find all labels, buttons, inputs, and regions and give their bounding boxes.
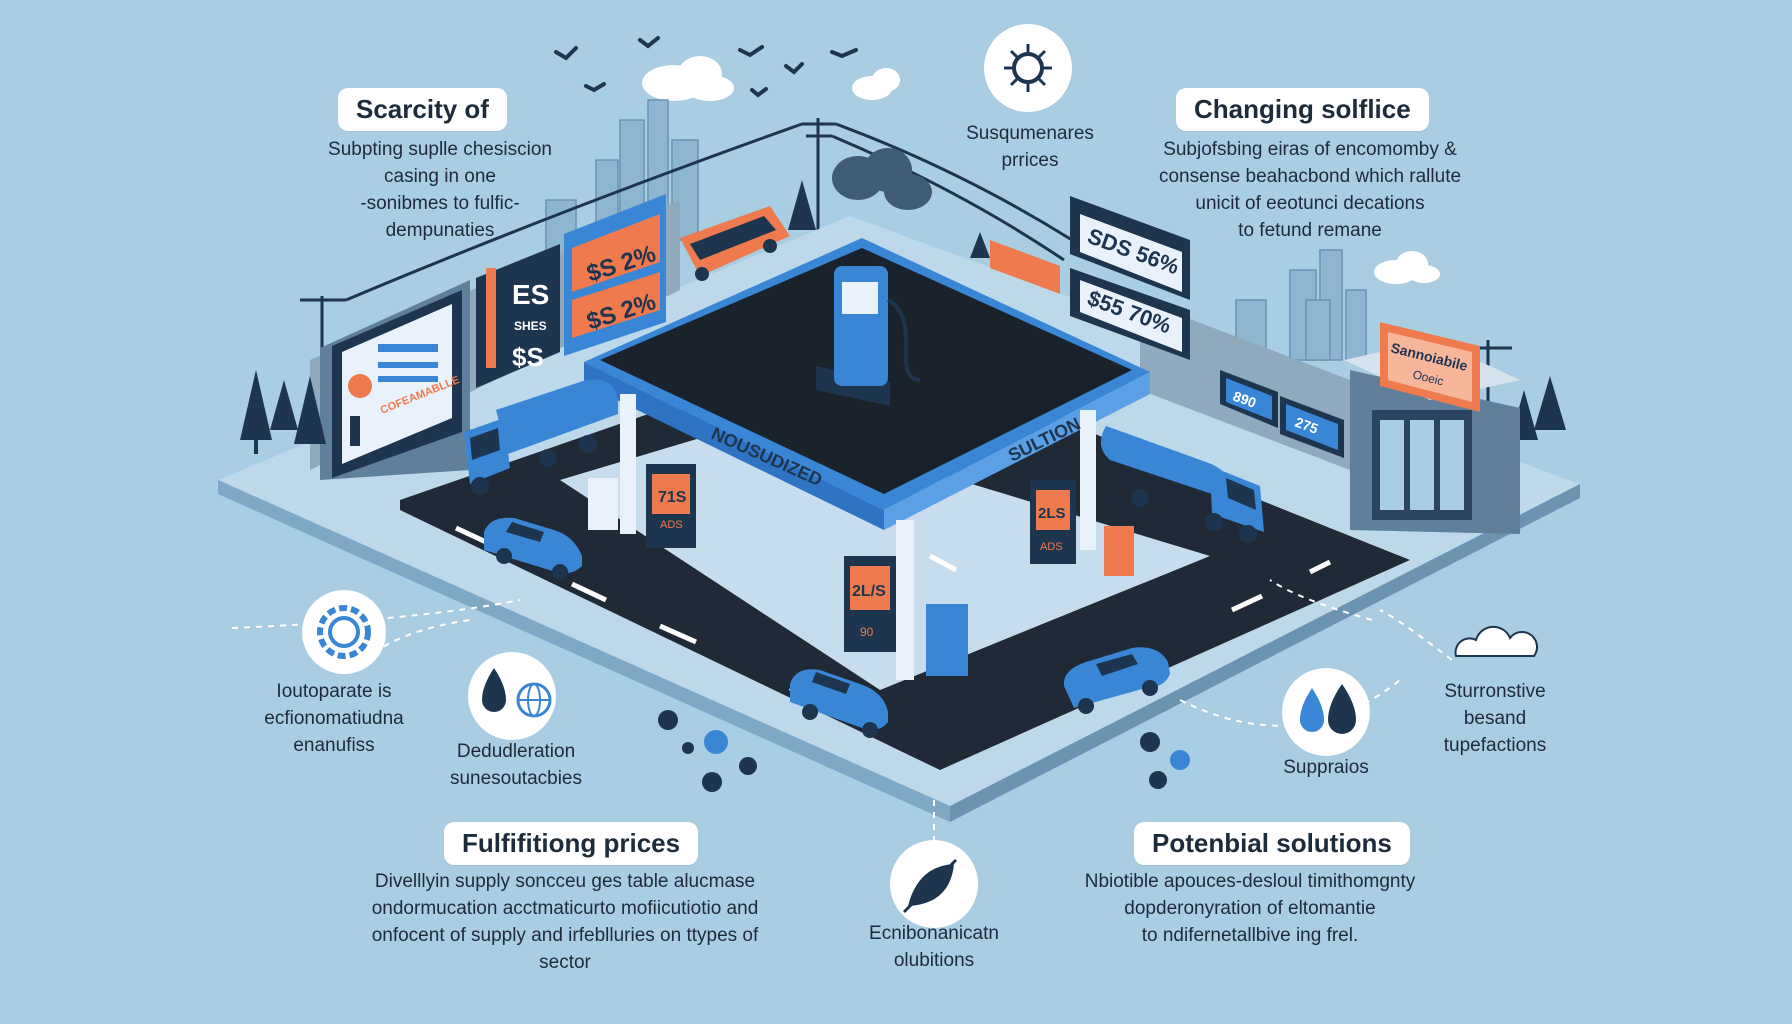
heading-fulfilling: Fulfifitiong prices bbox=[444, 822, 699, 865]
price-board-center-left bbox=[564, 194, 666, 356]
virus-icon bbox=[984, 24, 1072, 112]
text-line: Ecnibonanicatn bbox=[869, 923, 999, 944]
text-line: sector bbox=[539, 952, 591, 973]
text-line: Dedudleration bbox=[456, 741, 576, 762]
text-potential: Nbiotible apouces-desloul timithomgnty d… bbox=[1050, 868, 1450, 949]
text-line: Subjofsbing eiras of encomomby & bbox=[1163, 139, 1457, 160]
text-line: dempunaties bbox=[385, 220, 495, 241]
pump-left-sub: ADS bbox=[660, 519, 683, 531]
water-drops-icon bbox=[1282, 668, 1370, 756]
cloud-icon bbox=[1374, 251, 1440, 284]
text-line: ondormucation acctmaticurto mofiicutioti… bbox=[371, 898, 759, 919]
forecourt bbox=[560, 420, 1210, 690]
text-line: sunesoutacbies bbox=[449, 768, 583, 789]
pump-right-price: 2LS bbox=[1038, 505, 1066, 522]
car-icon bbox=[790, 669, 888, 738]
cloud-icon bbox=[642, 56, 734, 101]
pump-right-sub: ADS bbox=[1040, 541, 1063, 553]
bird-icon bbox=[554, 36, 858, 98]
cloud-icon bbox=[852, 68, 900, 100]
heading-scarcity: Scarcity of bbox=[338, 88, 507, 131]
text-mid-right: Sturronstive besand tupefactions bbox=[1400, 678, 1590, 759]
text-mid-right2: Suppraios bbox=[1266, 754, 1386, 781]
pump-left-price: 71S bbox=[658, 489, 687, 506]
fuel-pump-icon bbox=[816, 266, 921, 406]
text-line: enanufiss bbox=[293, 735, 375, 756]
price-board-left bbox=[476, 244, 560, 388]
connector-lines bbox=[231, 579, 1453, 870]
text-line: Sturronstive bbox=[1444, 681, 1546, 702]
billboard-left bbox=[332, 290, 462, 478]
car-icon bbox=[1063, 647, 1170, 714]
city-skyline-right bbox=[1235, 249, 1367, 361]
ground-edge bbox=[218, 480, 950, 822]
text-line: consense beahacbond which rallute bbox=[1158, 166, 1462, 187]
text-line: ecfionomatiudna bbox=[264, 708, 404, 729]
heading-changing: Changing solflice bbox=[1176, 88, 1429, 131]
text-scarcity: Subpting suplle chesiscion casing in one… bbox=[290, 136, 590, 244]
leaf-icon bbox=[890, 840, 978, 928]
pump-center-price: 2L/S bbox=[852, 583, 886, 600]
price-small-1: 890 bbox=[1231, 388, 1259, 411]
shop-sign-right bbox=[1380, 322, 1480, 412]
text-prices: Susqumenares prrices bbox=[940, 120, 1120, 174]
text-changing: Subjofsbing eiras of encomomby & consens… bbox=[1140, 136, 1480, 244]
tanker-truck-left bbox=[464, 379, 618, 495]
tanker-truck-right bbox=[1100, 426, 1264, 543]
price-small-2: 275 bbox=[1293, 414, 1321, 437]
text-line: Susqumenares bbox=[966, 123, 1094, 144]
text-line: casing in one bbox=[384, 166, 496, 187]
water-drop-globe-icon bbox=[468, 652, 556, 740]
text-line: unicit of eeotunci decations bbox=[1195, 193, 1425, 214]
text-line: dopderonyration of eltomantie bbox=[1124, 898, 1376, 919]
snowflake-cluster-icon bbox=[658, 710, 1190, 792]
bus-icon bbox=[680, 206, 790, 281]
text-mid-left2: Dedudleration sunesoutacbies bbox=[426, 738, 606, 792]
pump-left bbox=[588, 464, 696, 548]
text-line: to ndifernetallbive ing frel. bbox=[1141, 925, 1359, 946]
pump-center-sub: 90 bbox=[860, 625, 874, 639]
text-line: tupefactions bbox=[1443, 735, 1547, 756]
text-line: Divelllyin supply soncceu ges table aluc… bbox=[374, 871, 756, 892]
price-board-small-right bbox=[990, 240, 1344, 458]
price-board-left-line1: ES bbox=[512, 279, 549, 310]
tree-cluster-icon bbox=[832, 148, 932, 210]
pump-right bbox=[1030, 480, 1134, 576]
price-board-right bbox=[1070, 196, 1190, 360]
text-line: Suppraios bbox=[1283, 757, 1369, 778]
price-board-left-line3: $S bbox=[512, 342, 544, 372]
text-line: besand bbox=[1463, 708, 1527, 729]
text-line: prrices bbox=[1001, 150, 1059, 171]
text-fulfilling: Divelllyin supply soncceu ges table aluc… bbox=[330, 868, 800, 976]
text-line: onfocent of supply and irfeblluries on t… bbox=[371, 925, 759, 946]
cloud-icon bbox=[1454, 625, 1538, 657]
text-mid-left: Ioutoparate is ecfionomatiudna enanufiss bbox=[234, 678, 434, 759]
text-line: to fetund remane bbox=[1238, 220, 1382, 241]
text-line: Subpting suplle chesiscion bbox=[328, 139, 552, 160]
heading-potential: Potenbial solutions bbox=[1134, 822, 1410, 865]
text-line: Ioutoparate is bbox=[276, 681, 392, 702]
gear-icon bbox=[302, 590, 386, 674]
pump-center bbox=[844, 556, 968, 676]
text-line: olubitions bbox=[893, 950, 975, 971]
ground-edge-right bbox=[950, 484, 1580, 822]
text-line: Nbiotible apouces-desloul timithomgnty bbox=[1084, 871, 1416, 892]
car-icon bbox=[484, 517, 582, 580]
text-line: -sonibmes to fulfic- bbox=[360, 193, 520, 214]
price-board-left-line2: SHES bbox=[514, 319, 547, 333]
text-bottom-center: Ecnibonanicatn olubitions bbox=[844, 920, 1024, 974]
